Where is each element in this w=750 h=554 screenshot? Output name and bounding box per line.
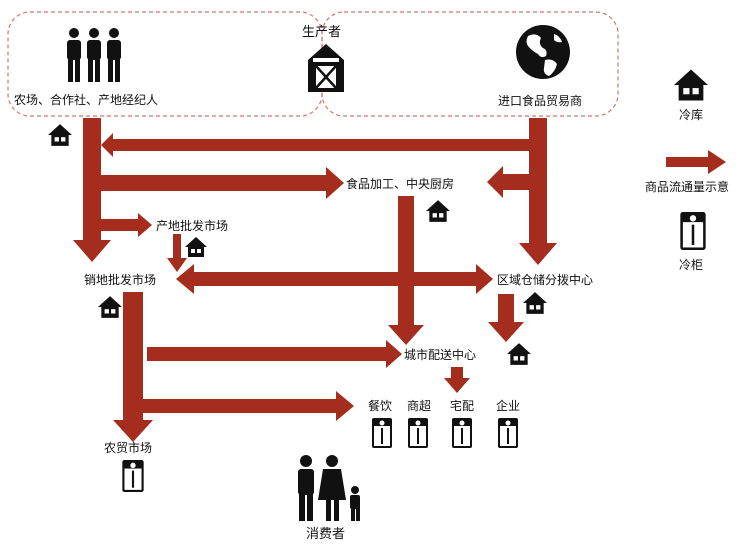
label-enterprise: 企业 bbox=[496, 399, 521, 413]
label-regional-dc: 区域仓储分拨中心 bbox=[497, 273, 594, 287]
label-origin-wholesale: 产地批发市场 bbox=[156, 219, 229, 233]
label-producer: 生产者 bbox=[302, 25, 342, 40]
arrow-farms-to-origin-wholesale bbox=[101, 213, 152, 237]
legend-house-icon bbox=[674, 69, 708, 101]
label-home-delivery: 宅配 bbox=[450, 399, 475, 413]
globe-icon bbox=[516, 25, 570, 79]
house-icon bbox=[426, 200, 450, 222]
label-sales-wholesale: 销地批发市场 bbox=[84, 273, 157, 287]
label-food-processing: 食品加工、中央厨房 bbox=[346, 177, 455, 191]
freezer-icon bbox=[408, 418, 428, 448]
legend-freezer-icon bbox=[680, 212, 706, 250]
freezer-icon bbox=[498, 418, 518, 448]
arrow-trunk-to-retail bbox=[143, 391, 354, 421]
freezer-icon bbox=[452, 418, 472, 448]
label-supermarket: 商超 bbox=[407, 399, 432, 413]
label-importer: 进口食品贸易商 bbox=[498, 94, 583, 108]
arrow-sales-to-city bbox=[147, 340, 402, 368]
house-icon bbox=[523, 292, 547, 314]
label-consumer: 消费者 bbox=[306, 527, 346, 542]
label-farmers-market: 农贸市场 bbox=[104, 441, 153, 455]
arrow-farms-to-sales-wholesale bbox=[73, 118, 111, 262]
arrow-city-to-retail bbox=[444, 367, 470, 393]
legend-flow-label: 商品流通量示意 bbox=[645, 180, 730, 194]
arrow-sales-to-farmers-market bbox=[113, 292, 153, 442]
house-icon bbox=[48, 124, 72, 146]
freezer-icon bbox=[372, 418, 392, 448]
arrow-importer-to-regional-dc bbox=[519, 118, 557, 265]
label-farms: 农场、合作社、产地经纪人 bbox=[14, 93, 159, 107]
producer-box-right bbox=[321, 11, 619, 117]
arrow-origin-to-sales-wholesale bbox=[167, 234, 187, 272]
house-icon bbox=[185, 237, 207, 257]
family-icon bbox=[298, 455, 360, 521]
house-icon bbox=[507, 343, 531, 365]
legend-cold-storage-label: 冷库 bbox=[679, 108, 704, 122]
freezer-icon bbox=[122, 460, 144, 492]
arrow-regional-to-city bbox=[488, 294, 524, 342]
arrow-importer-to-processing bbox=[487, 166, 529, 198]
arrow-sales-regional-bidirectional bbox=[176, 264, 493, 294]
house-icon bbox=[98, 296, 122, 318]
legend-freezer-label: 冷柜 bbox=[679, 258, 704, 272]
label-catering: 餐饮 bbox=[368, 399, 393, 413]
barn-icon bbox=[308, 44, 344, 92]
label-city-distribution: 城市配送中心 bbox=[404, 348, 477, 362]
people-icon bbox=[67, 28, 121, 82]
producer-box-left bbox=[7, 11, 323, 117]
arrow-processing-to-city bbox=[388, 196, 424, 345]
arrow-importer-to-farms bbox=[101, 133, 531, 157]
arrow-farms-to-processing bbox=[101, 167, 344, 199]
legend-arrow-icon bbox=[666, 150, 726, 174]
